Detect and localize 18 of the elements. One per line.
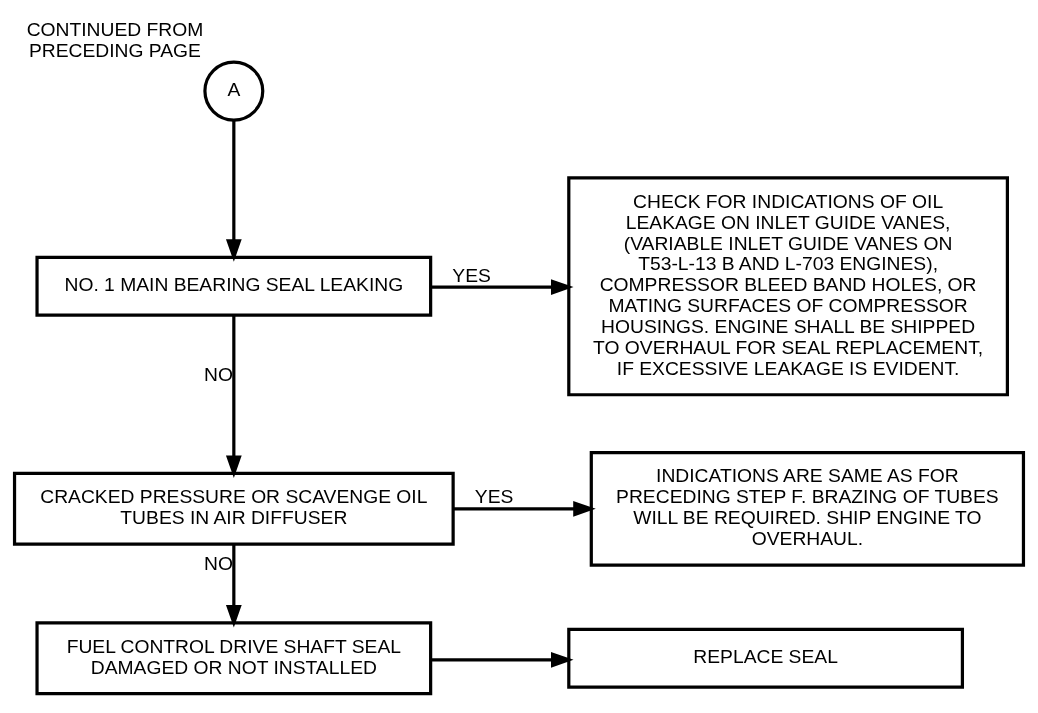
arrow [225, 119, 242, 262]
arrow [225, 314, 242, 478]
arrow [431, 651, 574, 668]
node-box: CHECK FOR INDICATIONS OF OIL LEAKAGE ON INLET GUIDE VANES, (VARIABLE INLET GUIDE VANES ON T53-L-13 B AND L-703 ENGINES), COMPRESSOR BLEED BAND HOLES, OR MATING SURFACES OF COMPRESSOR HOUSINGS. ENGINE SHALL BE SHIPPED TO OVERHAUL FOR SEAL REPLACEMENT, IF EXCESSIVE LEAKAGE IS EVIDENT. [567, 175, 1009, 396]
node-circle: A [203, 60, 265, 122]
node-box: INDICATIONS ARE SAME AS FOR PRECEDING STEP F. BRAZING OF TUBES WILL BE REQUIRED. SHIP ENGINE TO OVERHAUL. [589, 450, 1026, 567]
edge-label: YES [474, 485, 514, 507]
arrow [453, 500, 596, 517]
node-box: NO. 1 MAIN BEARING SEAL LEAKING [35, 255, 433, 317]
edge-label: NO [204, 363, 234, 385]
node-box: FUEL CONTROL DRIVE SHAFT SEAL DAMAGED OR NOT INSTALLED [35, 620, 433, 695]
edge-label: NO [204, 552, 234, 574]
node-box: CRACKED PRESSURE OR SCAVENGE OIL TUBES IN AIR DIFFUSER [12, 471, 455, 546]
arrow [225, 543, 242, 627]
node-box: REPLACE SEAL [567, 627, 964, 689]
node-label: CONTINUED FROM PRECEDING PAGE [26, 18, 204, 61]
arrow [430, 278, 574, 295]
edge-label: YES [452, 264, 491, 286]
